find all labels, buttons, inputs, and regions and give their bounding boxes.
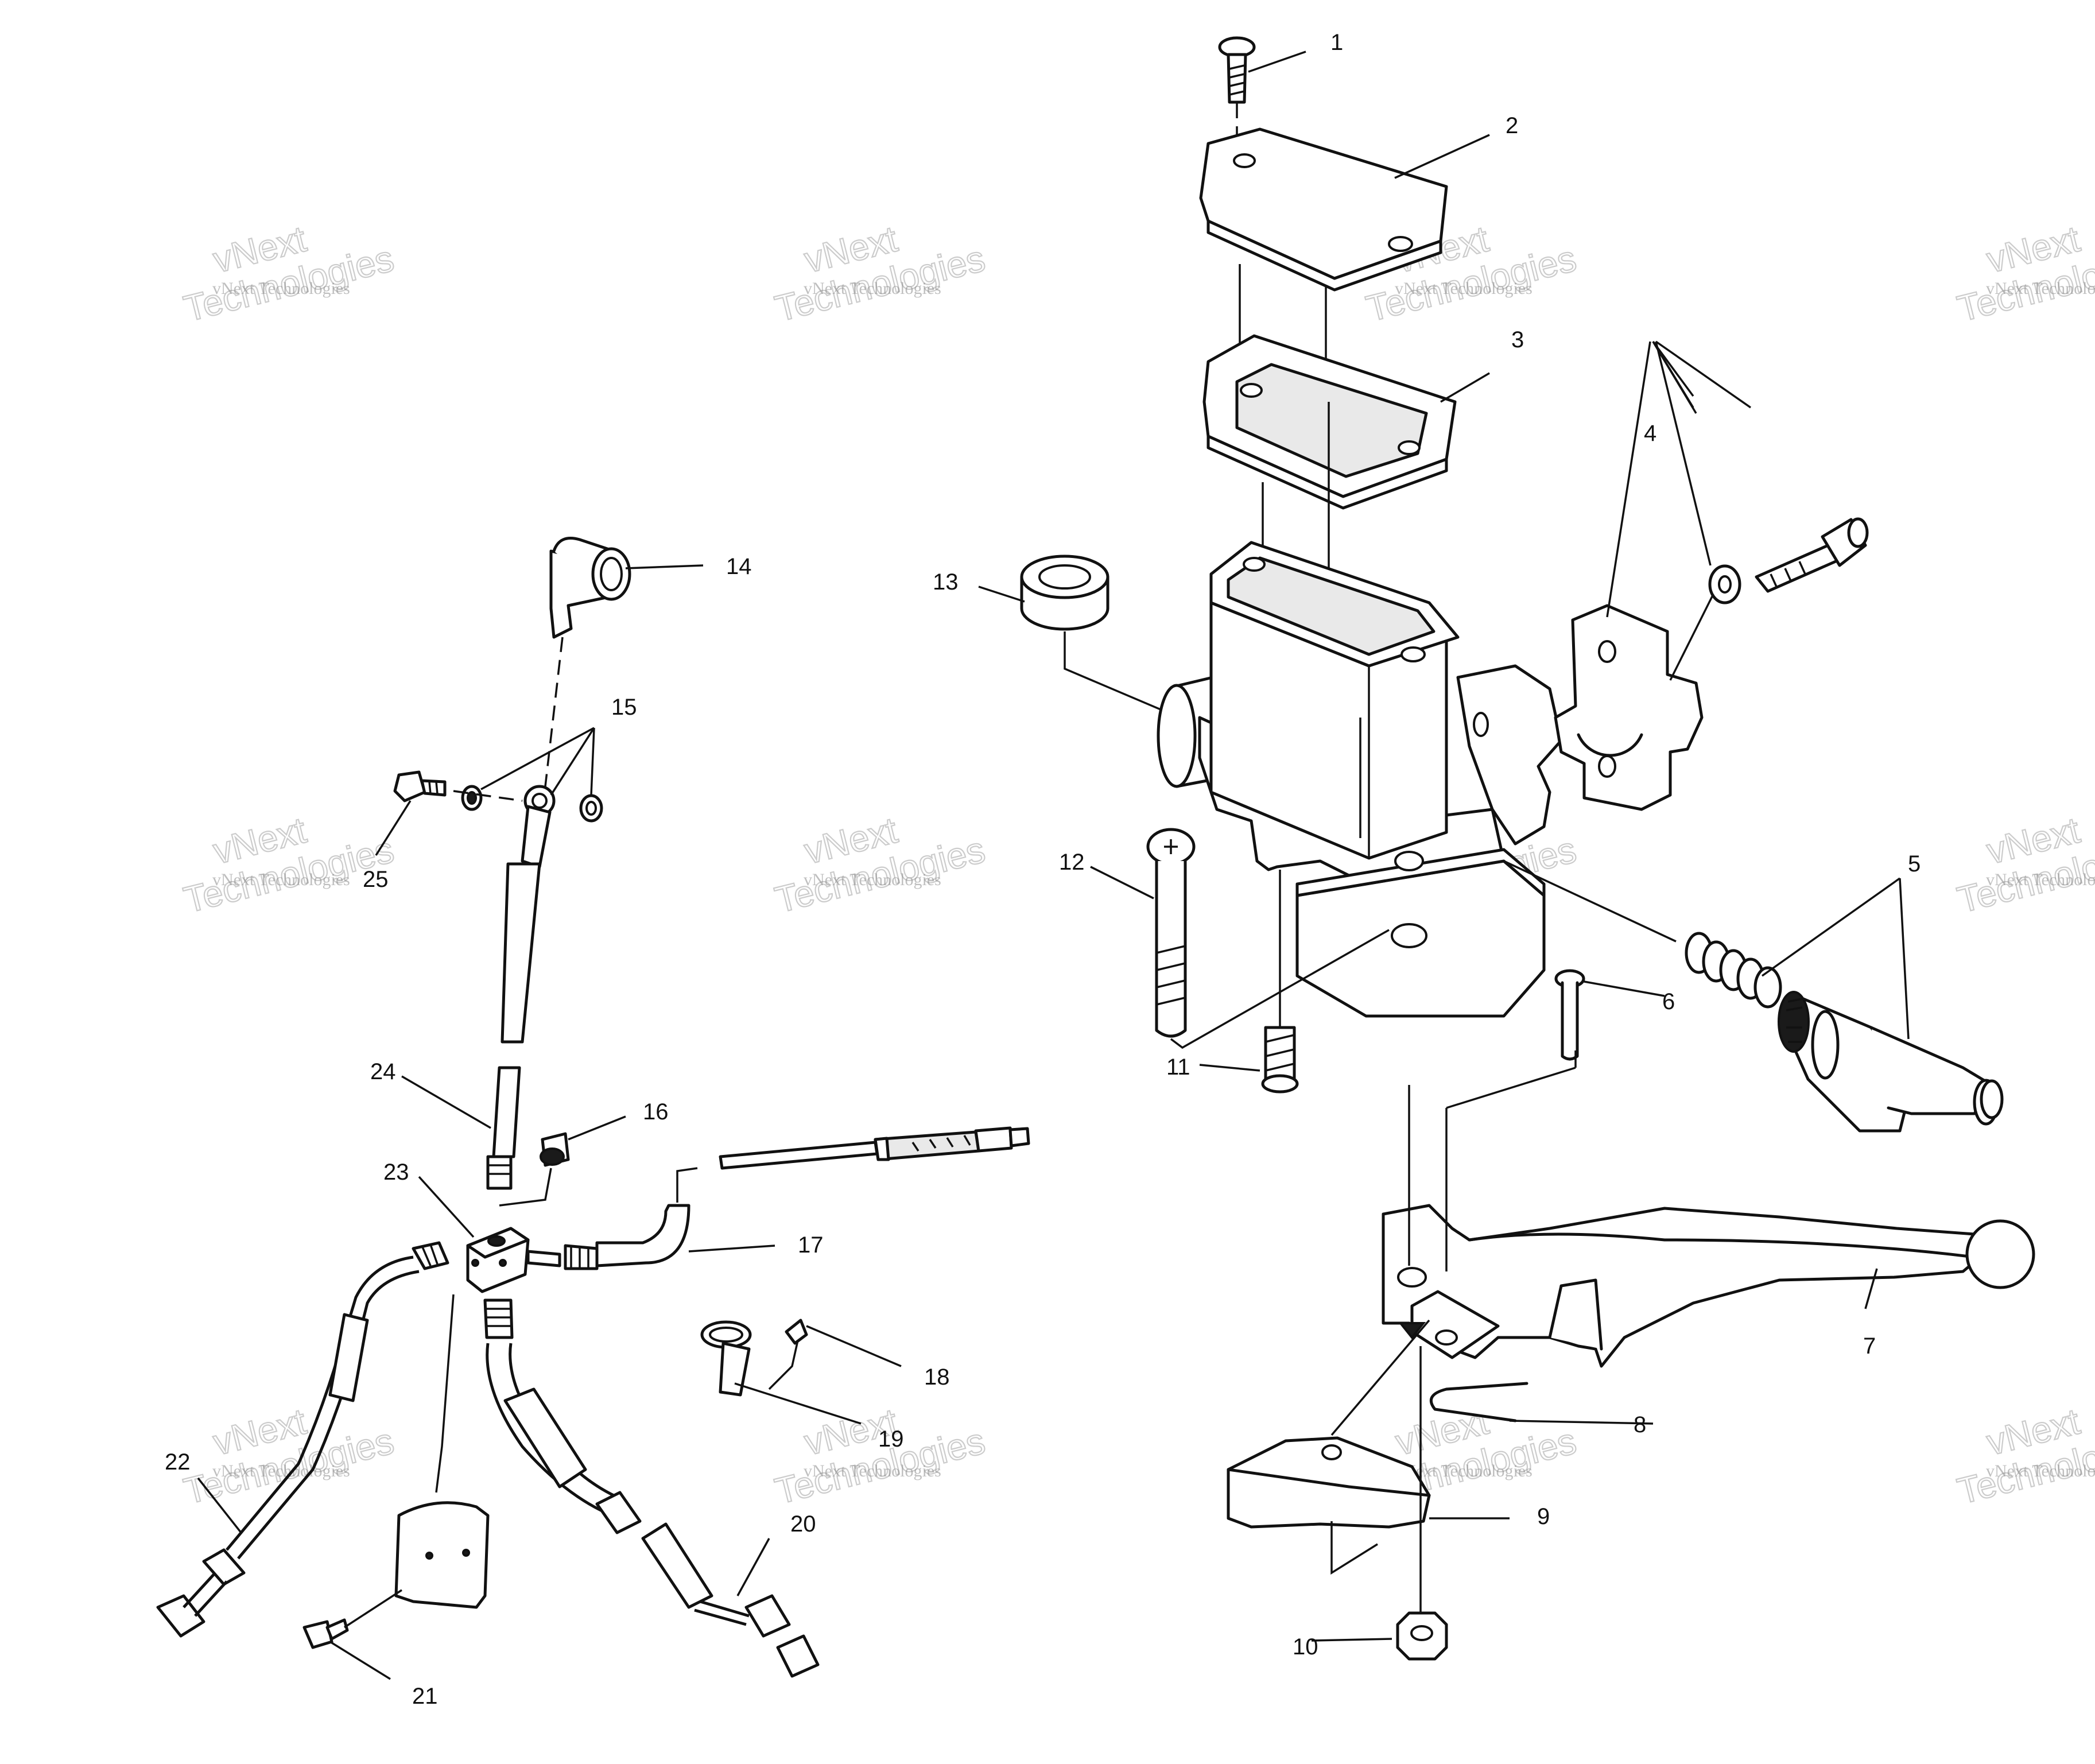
watermark: Technologies vNext vNext Technologies bbox=[1953, 1399, 2095, 1513]
part-6-pin bbox=[1446, 969, 1585, 1109]
watermark-text: vNext Technologies bbox=[212, 870, 350, 889]
part-7-brake-lever bbox=[1382, 1085, 2035, 1368]
part-5-spring bbox=[1503, 860, 1782, 1009]
steel-brake-line bbox=[719, 1126, 1030, 1170]
part-4-clamp-bolt bbox=[1669, 517, 1869, 681]
part-4-handlebar-clamp bbox=[1554, 604, 1704, 811]
callout-18: 18 bbox=[924, 1364, 950, 1390]
watermark: Technologies vNext vNext Technologies bbox=[179, 217, 398, 330]
part-2-reservoir-cover bbox=[1199, 127, 1448, 367]
part-15-banjo-fitting bbox=[521, 785, 556, 869]
part-16-brake-switch bbox=[499, 1115, 626, 1207]
watermark-text: vNext Technologies bbox=[1395, 279, 1533, 298]
part-25-banjo-bolt bbox=[375, 770, 523, 856]
callout-22: 22 bbox=[165, 1449, 191, 1475]
callout-5: 5 bbox=[1908, 851, 1921, 877]
callout-labels: 1 2 3 4 5 6 7 8 9 10 11 12 13 14 15 16 1… bbox=[165, 30, 1921, 1709]
callout-12: 12 bbox=[1059, 850, 1085, 875]
callout-14: 14 bbox=[726, 554, 752, 579]
callout-11: 11 bbox=[1166, 1054, 1190, 1080]
part-8-spring-clip bbox=[1429, 1382, 1654, 1425]
callout-4: 4 bbox=[1644, 421, 1656, 446]
watermark: Technologies vNext vNext Technologies bbox=[770, 808, 990, 921]
part-20-right-hose bbox=[483, 1298, 820, 1678]
part-14-banjo-cap bbox=[544, 537, 704, 787]
callout-3: 3 bbox=[1511, 327, 1524, 352]
callout-21: 21 bbox=[412, 1684, 438, 1709]
watermark: Technologies vNext vNext Technologies bbox=[1953, 808, 2095, 921]
callout-20: 20 bbox=[790, 1511, 816, 1537]
watermark-group: Technologies vNext vNext Technologies Te… bbox=[179, 217, 2095, 1513]
callout-24: 24 bbox=[370, 1059, 396, 1084]
callout-9: 9 bbox=[1537, 1504, 1550, 1529]
watermark-text: vNext Technologies bbox=[1986, 1461, 2095, 1480]
callout-7: 7 bbox=[1863, 1333, 1876, 1359]
callout-8: 8 bbox=[1634, 1412, 1646, 1437]
watermark: Technologies vNext vNext Technologies bbox=[179, 808, 398, 921]
callout-2: 2 bbox=[1506, 113, 1518, 138]
callout-17: 17 bbox=[798, 1232, 824, 1258]
part-21-screw bbox=[302, 1589, 402, 1680]
part-15-washer bbox=[461, 785, 483, 811]
callout-23: 23 bbox=[383, 1160, 409, 1185]
callout-13: 13 bbox=[933, 569, 959, 595]
leader-lines bbox=[978, 51, 1910, 1642]
callout-6: 6 bbox=[1662, 989, 1675, 1014]
part-4-washer bbox=[1708, 564, 1741, 604]
part-19-hose-clamp bbox=[700, 1320, 862, 1425]
part-12-pivot-bolt bbox=[1146, 828, 1390, 1049]
part-23-junction-block bbox=[418, 1176, 530, 1293]
part-18-clamp-screw bbox=[768, 1319, 902, 1390]
watermark-text: vNext Technologies bbox=[1986, 870, 2095, 889]
master-cylinder-body bbox=[1157, 541, 1563, 1018]
watermark-text: vNext Technologies bbox=[1986, 279, 2095, 298]
watermark-text: vNext Technologies bbox=[804, 870, 941, 889]
part-13-dust-boot bbox=[1020, 555, 1180, 719]
callout-15: 15 bbox=[611, 695, 637, 720]
callout-16: 16 bbox=[643, 1099, 669, 1125]
callout-1: 1 bbox=[1330, 30, 1343, 55]
watermark-text: vNext Technologies bbox=[804, 279, 941, 298]
part-11-lower-screw bbox=[1261, 870, 1299, 1094]
part-3-diaphragm bbox=[1202, 334, 1457, 631]
watermark-text: vNext Technologies bbox=[212, 279, 350, 298]
part-1-cover-screw bbox=[1218, 36, 1256, 158]
watermark: Technologies vNext vNext Technologies bbox=[770, 217, 990, 330]
watermark-text: vNext Technologies bbox=[212, 1461, 350, 1480]
watermark: Technologies vNext vNext Technologies bbox=[179, 1399, 398, 1513]
part-9-lever-adjuster bbox=[1227, 1319, 1510, 1575]
part-22-left-hose bbox=[156, 1241, 455, 1638]
part-10-nut bbox=[1396, 1346, 1448, 1661]
part-17-outlet-hose bbox=[526, 1167, 775, 1270]
callout-25: 25 bbox=[363, 867, 389, 892]
part-5-piston bbox=[1778, 991, 2004, 1133]
watermark-text: vNext Technologies bbox=[804, 1461, 941, 1480]
part-15-washer bbox=[480, 727, 603, 823]
callout-10: 10 bbox=[1293, 1634, 1318, 1660]
callout-19: 19 bbox=[878, 1426, 904, 1452]
watermark: Technologies vNext vNext Technologies bbox=[1953, 217, 2095, 330]
part-21-mounting-plate bbox=[394, 1501, 490, 1609]
part-24-upper-hose bbox=[401, 862, 541, 1190]
